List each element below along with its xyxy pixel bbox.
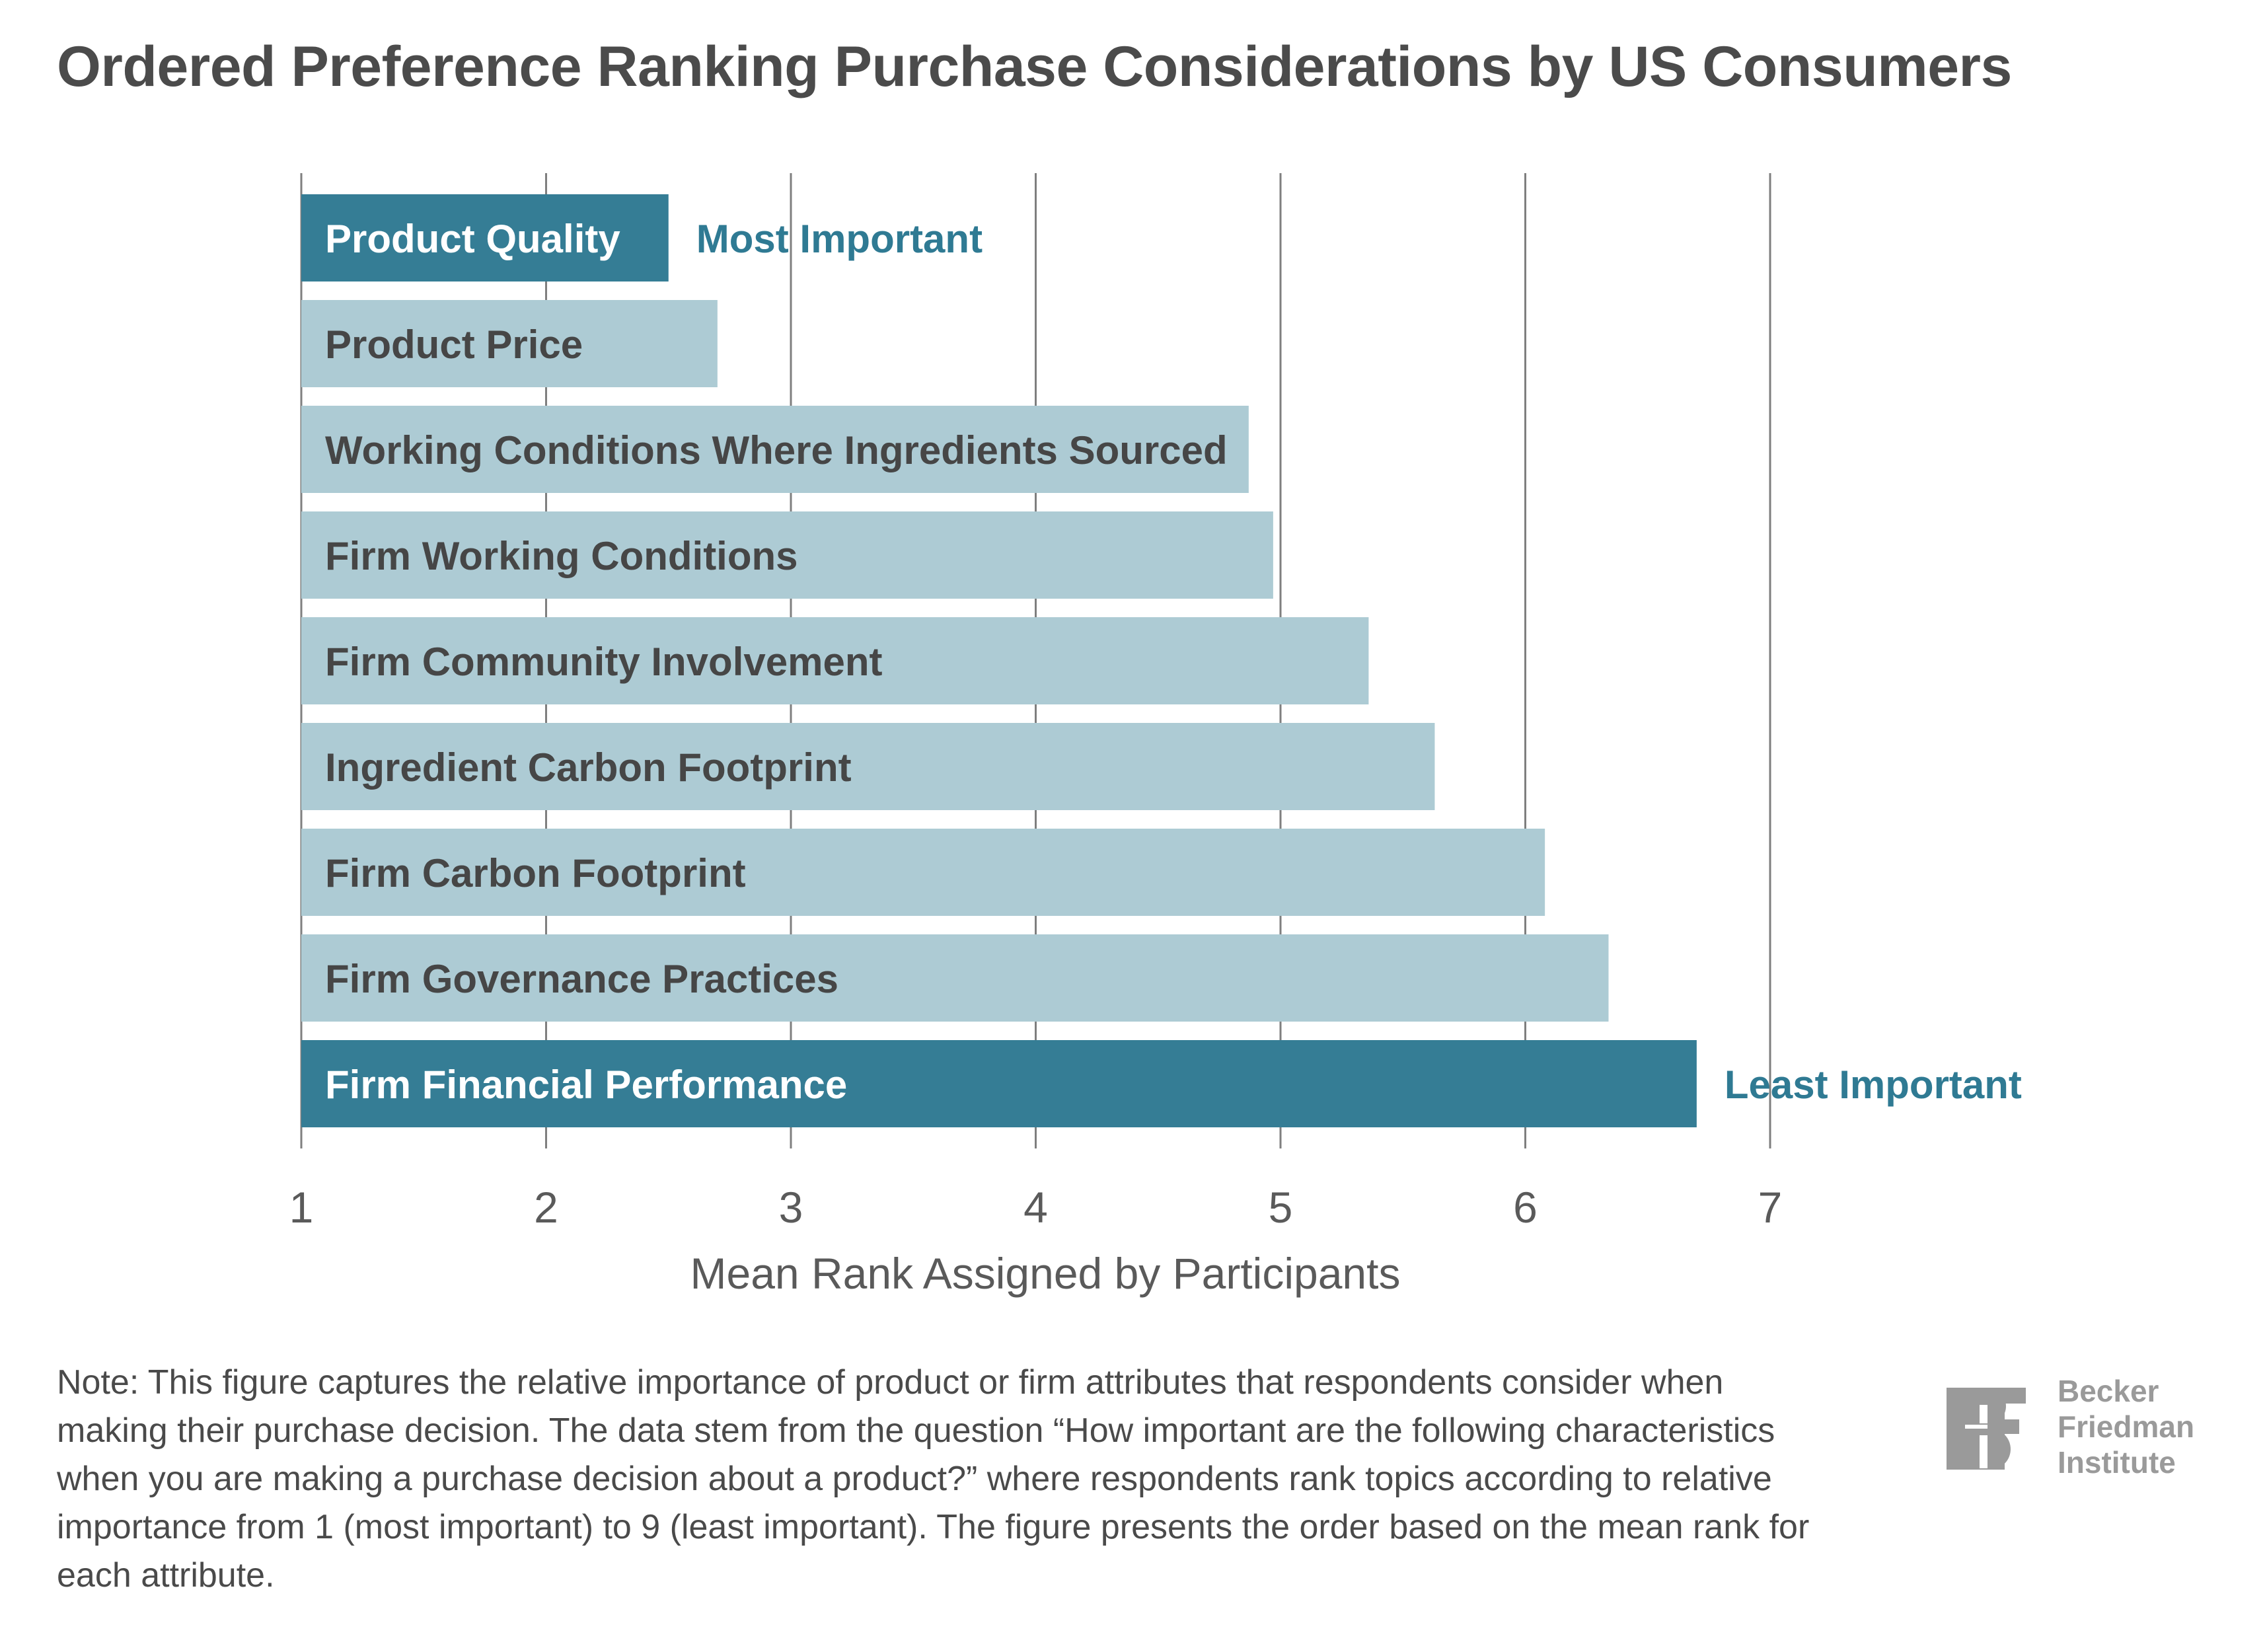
- x-tick-label: 5: [1269, 1183, 1293, 1232]
- bar: [301, 511, 1273, 599]
- x-tick-label: 1: [289, 1183, 314, 1232]
- bar: [301, 617, 1369, 704]
- bar-label: Firm Community Involvement: [325, 640, 882, 684]
- x-tick-label: 2: [534, 1183, 558, 1232]
- bfi-logo-mark: [1947, 1388, 2026, 1470]
- x-tick-label: 4: [1023, 1183, 1048, 1232]
- bar: [301, 194, 669, 282]
- logo-wordmark: Becker Friedman Institute: [2058, 1373, 2194, 1480]
- bar-label: Ingredient Carbon Footprint: [325, 745, 852, 790]
- bar-label: Firm Working Conditions: [325, 534, 798, 578]
- bar: [301, 829, 1545, 916]
- bar-label: Firm Governance Practices: [325, 957, 838, 1001]
- logo-line-1: Becker: [2058, 1374, 2159, 1408]
- bar-label: Working Conditions Where Ingredients Sou…: [325, 428, 1228, 472]
- bar: [301, 300, 718, 387]
- bar-annotation: Most Important: [696, 217, 983, 261]
- x-tick-label: 7: [1758, 1183, 1783, 1232]
- x-axis-ticks: 1 2 3 4 5 6 7: [289, 1183, 1783, 1232]
- bar: [301, 1040, 1697, 1127]
- bar-label: Product Price: [325, 322, 583, 367]
- logo-line-3: Institute: [2058, 1445, 2176, 1480]
- chart-title: Ordered Preference Ranking Purchase Cons…: [57, 35, 2012, 98]
- logo-line-2: Friedman: [2058, 1409, 2195, 1444]
- x-tick-label: 6: [1513, 1183, 1538, 1232]
- bar-annotation: Least Important: [1725, 1063, 2022, 1107]
- bar-label: Firm Financial Performance: [325, 1063, 847, 1107]
- x-tick-label: 3: [779, 1183, 803, 1232]
- bar-label: Product Quality: [325, 217, 620, 261]
- bar: [301, 723, 1435, 810]
- becker-friedman-logo: Becker Friedman Institute: [1941, 1373, 2245, 1480]
- bar: [301, 406, 1249, 493]
- bar-label: Firm Carbon Footprint: [325, 851, 746, 895]
- x-axis-label: Mean Rank Assigned by Participants: [690, 1249, 1401, 1298]
- bar: [301, 934, 1609, 1022]
- figure-note: Note: This figure captures the relative …: [57, 1363, 1810, 1595]
